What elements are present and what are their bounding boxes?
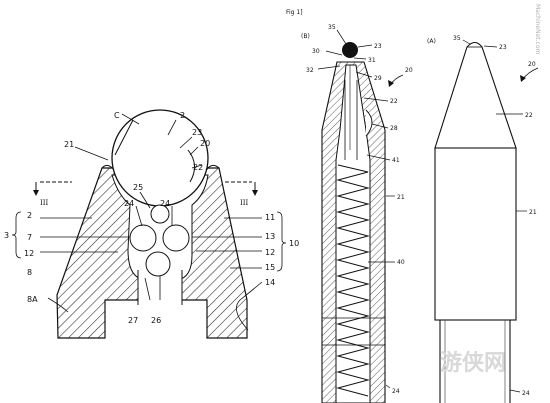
label-7: 7 xyxy=(27,233,32,242)
label-15: 15 xyxy=(265,263,275,272)
watermark-logo: 游侠网 xyxy=(440,350,506,376)
a-label-20: 20 xyxy=(528,61,536,68)
label-22: 22 xyxy=(193,163,203,172)
a-label-24: 24 xyxy=(522,390,530,397)
b-label-35: 35 xyxy=(328,24,336,31)
b-label-32: 32 xyxy=(306,67,314,74)
ball-small-left xyxy=(129,224,157,252)
label-3: 3 xyxy=(4,231,9,240)
ball-main xyxy=(111,109,209,207)
b-label-20: 20 xyxy=(405,67,413,74)
ball-small-top xyxy=(150,204,170,224)
b-label-28: 28 xyxy=(390,125,398,132)
panel-a-label: (A) xyxy=(427,38,436,45)
b-label-31: 31 xyxy=(368,57,376,64)
ball-small-right xyxy=(162,224,190,252)
label-25: 25 xyxy=(133,183,143,192)
pen-a-grip xyxy=(439,320,511,403)
a-label-21: 21 xyxy=(529,209,537,216)
label-24-a: 24 xyxy=(124,199,134,208)
a-label-23: 23 xyxy=(499,44,507,51)
label-11: 11 xyxy=(265,213,275,222)
pen-b-spring xyxy=(336,164,370,397)
watermark-side: MachineNet.com xyxy=(534,4,541,55)
fig-title: Fig 1] xyxy=(286,9,303,16)
label-26: 26 xyxy=(151,316,161,325)
label-14: 14 xyxy=(265,278,275,287)
pen-b-ball xyxy=(342,42,358,58)
label-27: 27 xyxy=(128,316,138,325)
a-label-22: 22 xyxy=(525,112,533,119)
b-label-24: 24 xyxy=(392,388,400,395)
label-c: C xyxy=(114,111,120,120)
label-24-b: 24 xyxy=(160,199,170,208)
label-iii-left: III xyxy=(40,199,49,207)
b-label-41: 41 xyxy=(392,157,400,164)
pen-a-cone xyxy=(434,41,517,149)
b-label-29: 29 xyxy=(374,75,382,82)
pen-a-labels: (A) 35 23 20 22 21 24 xyxy=(427,35,537,397)
label-13: 13 xyxy=(265,232,275,241)
label-iii-right: III xyxy=(240,199,249,207)
ball-socket-detail xyxy=(11,109,287,339)
left-labels: C 2 21 23 20 22 III III 25 24 24 3 2 7 1… xyxy=(4,111,299,325)
b-label-30: 30 xyxy=(312,48,320,55)
pen-b-labels: Fig 1] (B) 35 23 30 31 32 29 20 22 28 41… xyxy=(286,9,413,395)
label-12-left: 12 xyxy=(24,249,34,258)
label-12-right: 12 xyxy=(265,248,275,257)
label-10: 10 xyxy=(289,239,299,248)
a-label-35: 35 xyxy=(453,35,461,42)
label-2-mid: 2 xyxy=(27,211,32,220)
b-label-22: 22 xyxy=(390,98,398,105)
b-label-23: 23 xyxy=(374,43,382,50)
label-23: 23 xyxy=(192,128,202,137)
b-label-21: 21 xyxy=(397,194,405,201)
pen-section-b xyxy=(317,29,404,403)
ball-small-bottom xyxy=(145,251,171,277)
pen-exterior-a xyxy=(434,39,539,403)
label-2-top: 2 xyxy=(180,111,185,120)
label-20: 20 xyxy=(200,139,210,148)
b-label-40: 40 xyxy=(397,259,405,266)
pen-a-body xyxy=(434,147,517,321)
label-21: 21 xyxy=(64,140,74,149)
label-8: 8 xyxy=(27,268,32,277)
panel-b-label: (B) xyxy=(301,33,310,40)
pen-b-bore xyxy=(335,64,371,403)
label-8a: 8A xyxy=(27,295,38,304)
